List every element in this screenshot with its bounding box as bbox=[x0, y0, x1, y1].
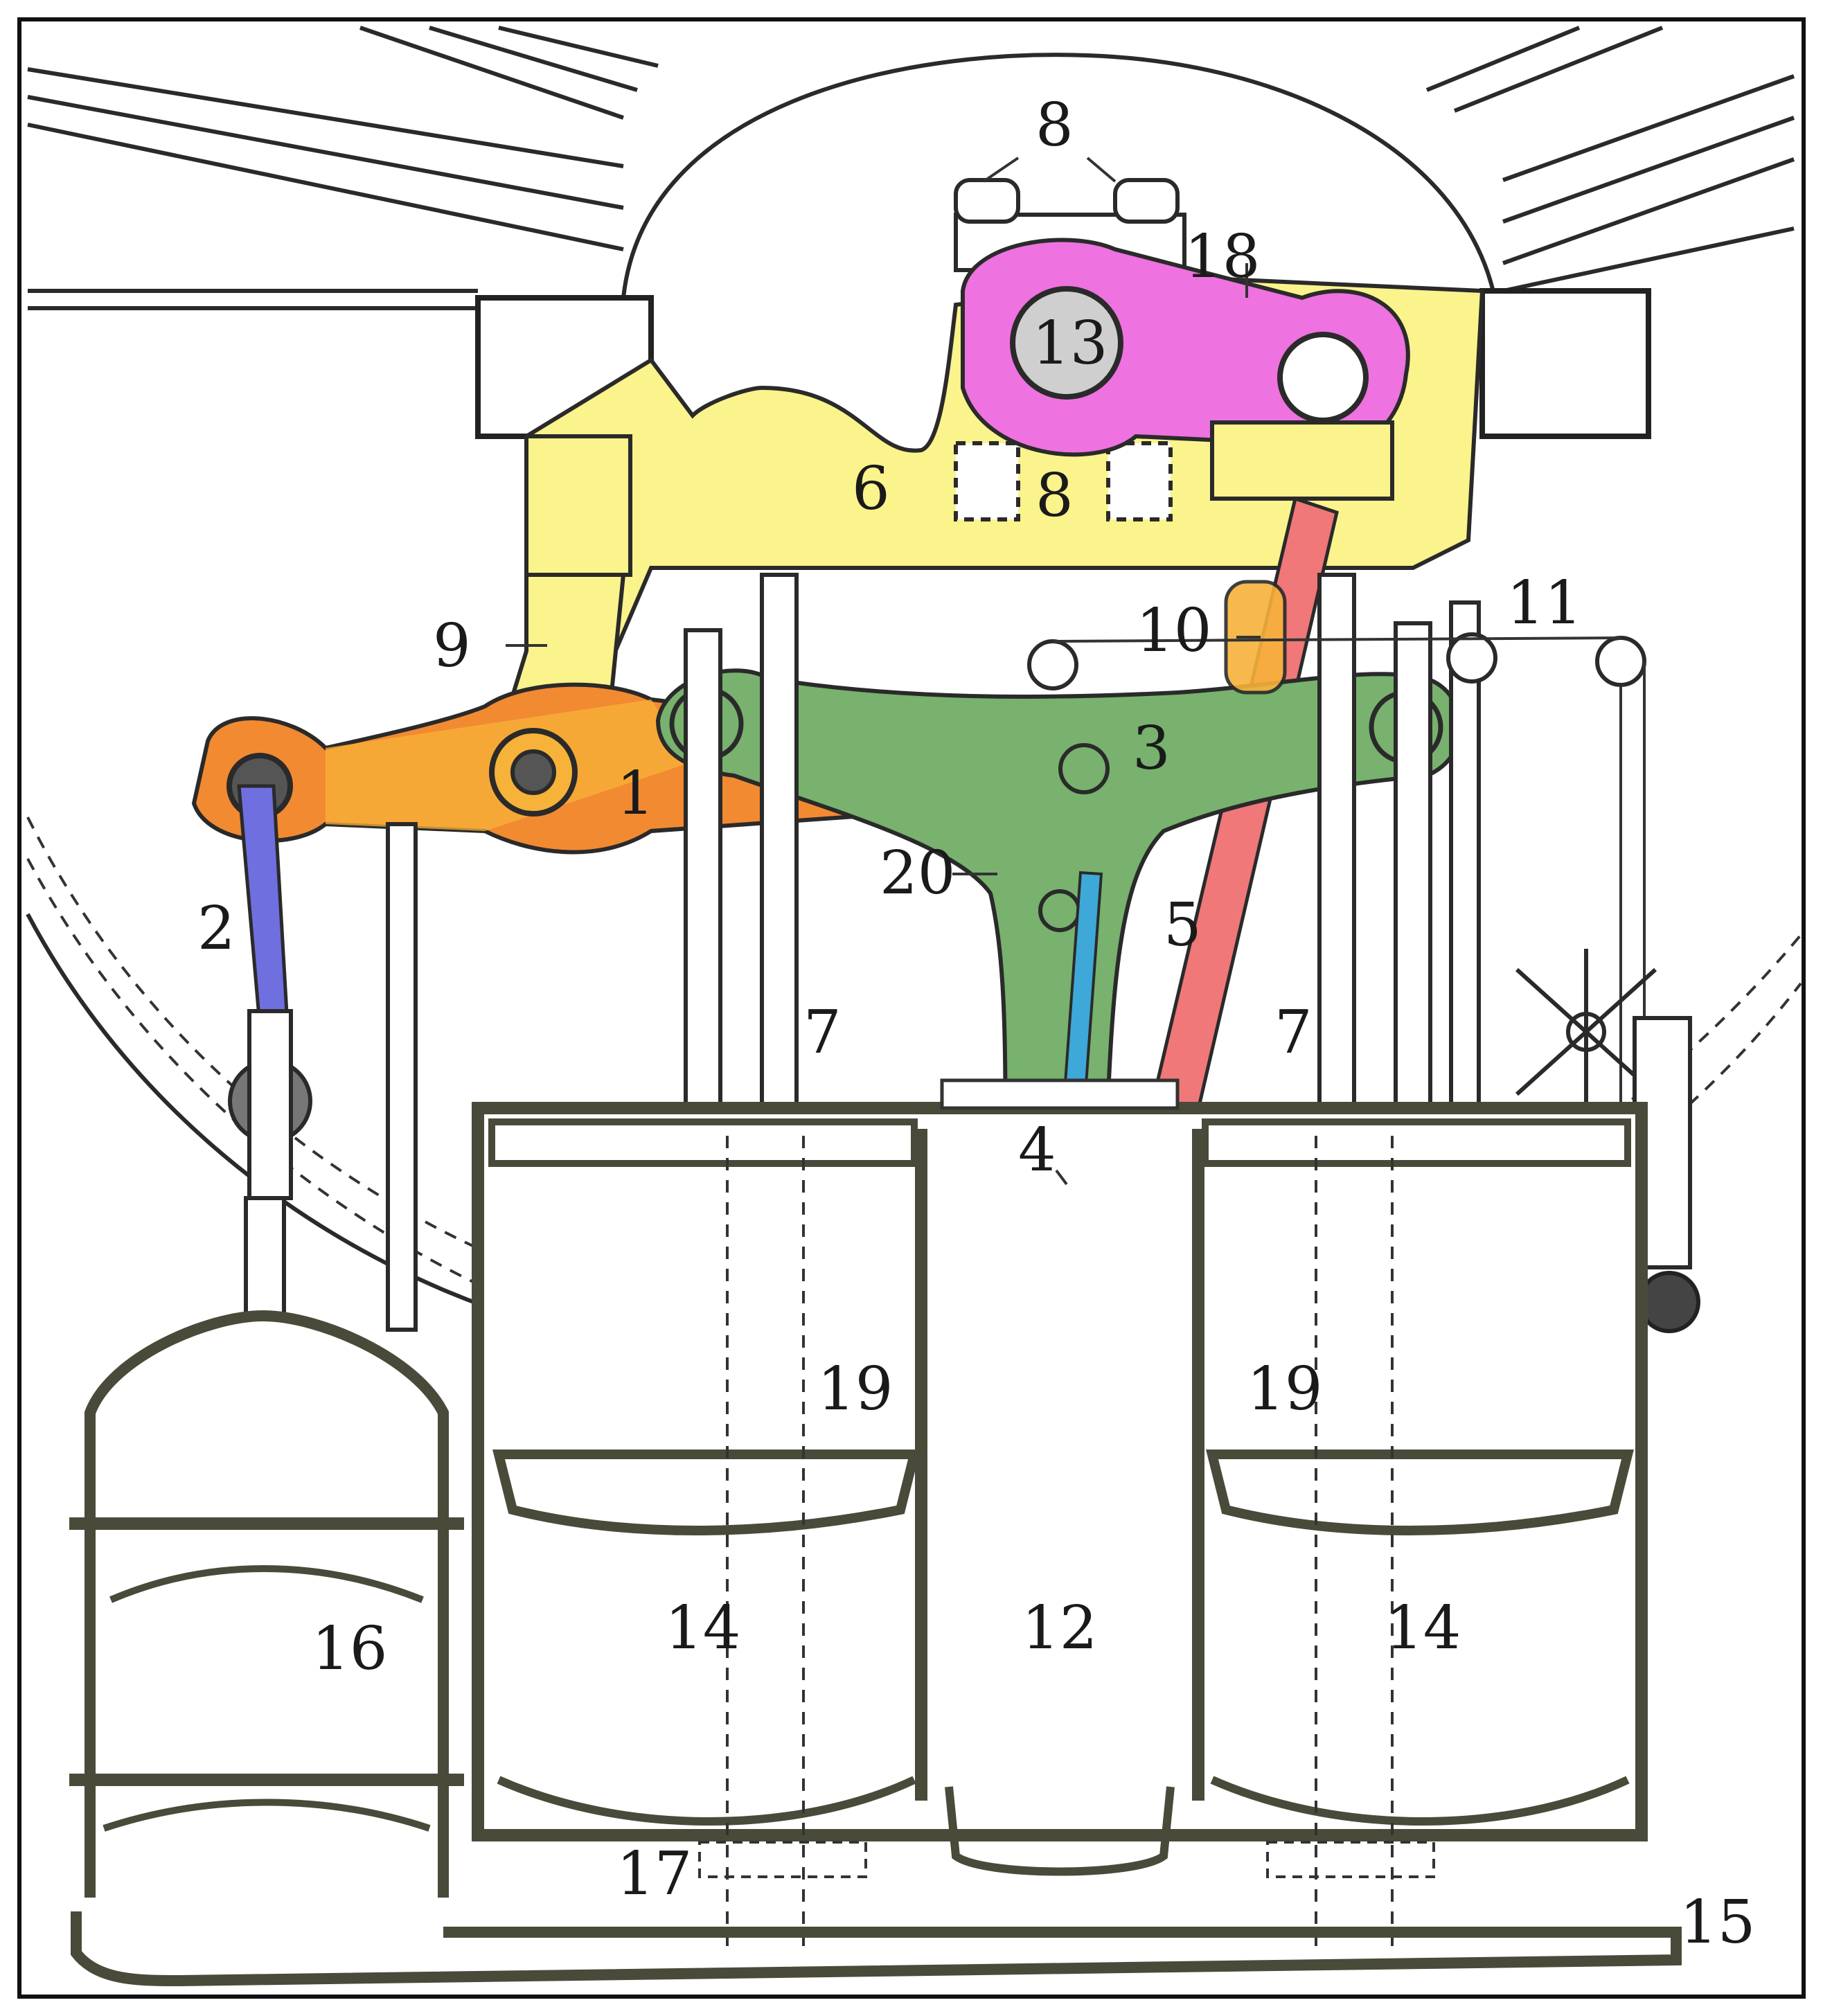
label-17: 17 bbox=[616, 1839, 692, 1909]
crank-pin bbox=[1277, 332, 1369, 423]
cylinder-block bbox=[472, 1078, 1648, 1953]
label-15: 15 bbox=[1680, 1888, 1755, 1957]
label-7-right: 7 bbox=[1274, 998, 1313, 1067]
label-12: 12 bbox=[1022, 1594, 1097, 1663]
label-2: 2 bbox=[197, 894, 235, 963]
callout-labels: 1 2 3 4 5 6 7 7 8 8 9 10 11 12 13 14 14 … bbox=[197, 91, 1755, 1957]
bell-crank-center-pin bbox=[1058, 743, 1110, 794]
label-7-left: 7 bbox=[803, 998, 842, 1067]
label-9: 9 bbox=[433, 612, 471, 681]
label-14-left: 14 bbox=[665, 1594, 740, 1663]
label-4: 4 bbox=[1018, 1116, 1056, 1185]
label-5: 5 bbox=[1164, 891, 1202, 960]
label-11: 11 bbox=[1506, 569, 1582, 638]
frame-column-left bbox=[524, 434, 632, 577]
air-pump-cylinder bbox=[69, 1310, 464, 1898]
beam-pivot-pin bbox=[510, 749, 556, 795]
base-plate bbox=[71, 1911, 1682, 1987]
outer-border bbox=[17, 17, 1806, 1999]
label-16: 16 bbox=[312, 1614, 387, 1684]
label-10: 10 bbox=[1136, 596, 1211, 666]
label-3: 3 bbox=[1132, 714, 1171, 783]
label-6: 6 bbox=[852, 454, 890, 524]
crank-pin-block bbox=[1210, 420, 1394, 501]
label-13: 13 bbox=[1032, 309, 1108, 378]
label-8-top: 8 bbox=[1035, 91, 1074, 160]
label-14-right: 14 bbox=[1385, 1594, 1461, 1663]
bell-crank-lower-pin bbox=[1038, 889, 1081, 932]
label-19-left: 19 bbox=[817, 1355, 893, 1424]
timber-block-right bbox=[1479, 288, 1651, 439]
label-8-bottom: 8 bbox=[1035, 461, 1074, 530]
label-20: 20 bbox=[880, 839, 955, 908]
air-pump-rod-upper bbox=[247, 1009, 293, 1200]
label-1: 1 bbox=[616, 759, 655, 828]
leader-lines bbox=[506, 157, 1261, 1186]
label-18: 18 bbox=[1184, 222, 1260, 292]
label-19-right: 19 bbox=[1247, 1355, 1322, 1424]
main-shaft-13 bbox=[1010, 286, 1123, 400]
